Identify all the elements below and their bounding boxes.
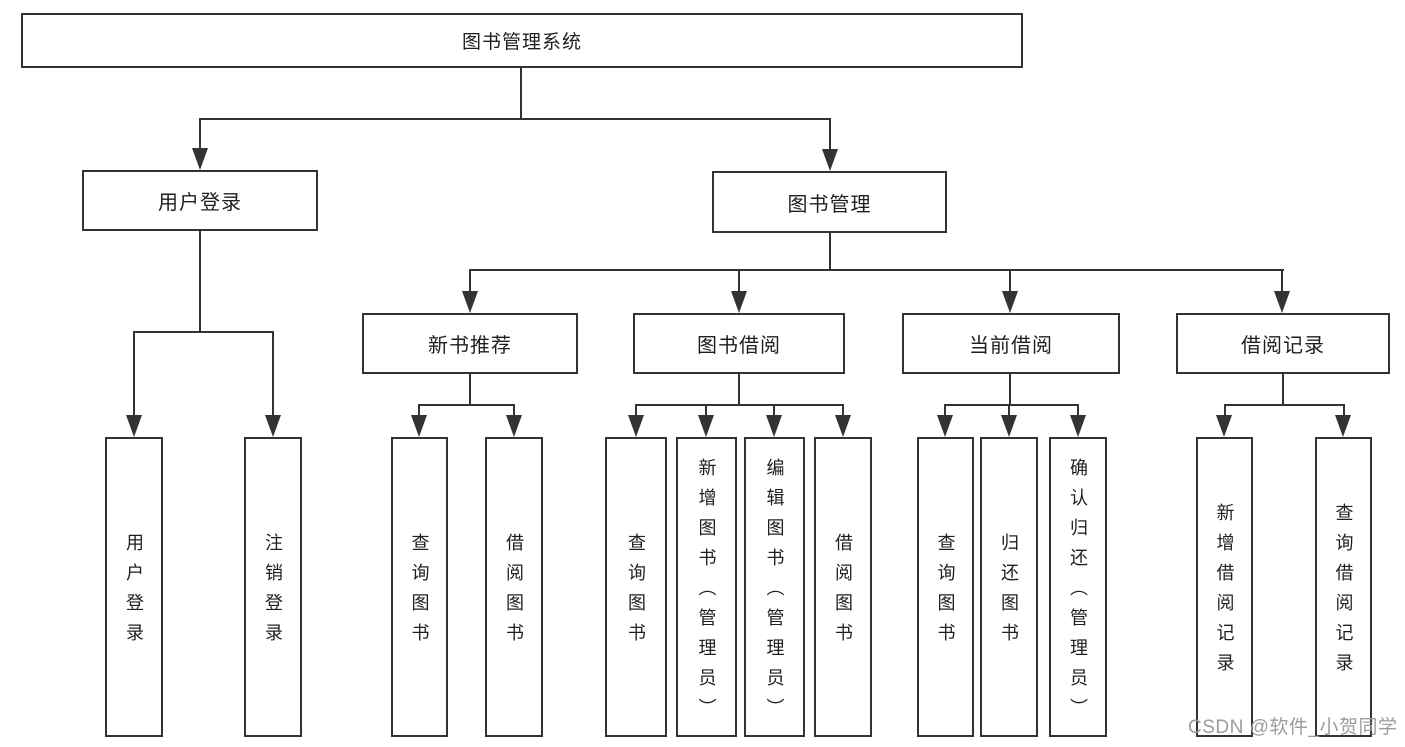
leaf-return-books-label: 归还图书 bbox=[999, 533, 1019, 653]
leaf-borrow-books-2: 借阅图书 bbox=[814, 437, 872, 737]
node-root: 图书管理系统 bbox=[21, 13, 1023, 68]
edge-records-stem bbox=[1282, 374, 1284, 406]
node-new-book-recommend: 新书推荐 bbox=[362, 313, 578, 374]
edge-leaf-shaft bbox=[1343, 404, 1345, 417]
node-borrow-records-label: 借阅记录 bbox=[1241, 335, 1325, 357]
edge-to-login-shaft bbox=[133, 331, 135, 417]
node-user-login-label: 用户登录 bbox=[158, 192, 242, 214]
edge-root-to-book-mgmt-shaft bbox=[829, 118, 831, 151]
node-book-management-label: 图书管理 bbox=[787, 193, 872, 216]
leaf-add-books-admin: 新增图书（管理员） bbox=[676, 437, 737, 737]
edge-book-mgmt-stem bbox=[829, 233, 831, 271]
csdn-watermark: CSDN @软件_小贺同学 bbox=[1188, 717, 1398, 738]
arrow-down-icon bbox=[411, 415, 427, 437]
edge-leaf-shaft bbox=[418, 404, 420, 417]
edge-leaf-shaft bbox=[1008, 404, 1010, 417]
edge-leaf-shaft bbox=[1224, 404, 1226, 417]
edge-user-login-stem bbox=[199, 231, 201, 333]
arrow-down-icon bbox=[1002, 291, 1018, 313]
node-borrow-records: 借阅记录 bbox=[1176, 313, 1390, 374]
node-user-login: 用户登录 bbox=[82, 170, 318, 231]
arrow-down-icon bbox=[628, 415, 644, 437]
leaf-add-books-admin-label: 新增图书（管理员） bbox=[696, 458, 717, 728]
edge-current-stem bbox=[1009, 374, 1011, 406]
edge-to-records-shaft bbox=[1281, 269, 1283, 293]
arrow-down-icon bbox=[1335, 415, 1351, 437]
arrow-down-icon bbox=[731, 291, 747, 313]
arrow-down-icon bbox=[1001, 415, 1017, 437]
edge-current-branch bbox=[944, 404, 1078, 406]
arrow-down-icon bbox=[766, 415, 782, 437]
edge-leaf-shaft bbox=[513, 404, 515, 417]
arrow-down-icon bbox=[462, 291, 478, 313]
edge-to-new-book-shaft bbox=[469, 269, 471, 293]
leaf-confirm-return-admin-label: 确认归还（管理员） bbox=[1068, 458, 1088, 728]
leaf-edit-books-admin: 编辑图书（管理员） bbox=[744, 437, 805, 737]
edge-leaf-shaft bbox=[773, 404, 775, 417]
edge-borrow-branch bbox=[635, 404, 843, 406]
node-current-borrowing-label: 当前借阅 bbox=[969, 335, 1053, 357]
edge-user-login-branch bbox=[133, 331, 274, 333]
edge-borrow-stem bbox=[738, 374, 740, 406]
arrow-down-icon bbox=[1274, 291, 1290, 313]
edge-root-to-user-login-shaft bbox=[199, 118, 201, 150]
leaf-add-borrow-record-label: 新增借阅记录 bbox=[1214, 503, 1235, 683]
arrow-down-icon bbox=[192, 148, 208, 170]
edge-records-branch bbox=[1224, 404, 1344, 406]
arrow-down-icon bbox=[835, 415, 851, 437]
leaf-logout-label: 注销登录 bbox=[263, 533, 283, 653]
arrow-down-icon bbox=[1216, 415, 1232, 437]
edge-root-branch bbox=[199, 118, 831, 120]
arrow-down-icon bbox=[265, 415, 281, 437]
arrow-down-icon bbox=[698, 415, 714, 437]
node-book-borrowing-label: 图书借阅 bbox=[697, 335, 781, 357]
leaf-borrow-books-2-label: 借阅图书 bbox=[833, 533, 853, 653]
leaf-logout: 注销登录 bbox=[244, 437, 302, 737]
leaf-query-books-3: 查询图书 bbox=[917, 437, 974, 737]
leaf-query-books-2: 查询图书 bbox=[605, 437, 667, 737]
node-book-borrowing: 图书借阅 bbox=[633, 313, 845, 374]
edge-leaf-shaft bbox=[1077, 404, 1079, 417]
leaf-query-borrow-record: 查询借阅记录 bbox=[1315, 437, 1372, 737]
leaf-return-books: 归还图书 bbox=[980, 437, 1038, 737]
node-book-management: 图书管理 bbox=[712, 171, 947, 233]
arrow-down-icon bbox=[506, 415, 522, 437]
edge-leaf-shaft bbox=[635, 404, 637, 417]
edge-book-mgmt-branch bbox=[469, 269, 1284, 271]
edge-leaf-shaft bbox=[842, 404, 844, 417]
edge-to-logout-shaft bbox=[272, 331, 274, 417]
leaf-confirm-return-admin: 确认归还（管理员） bbox=[1049, 437, 1107, 737]
node-root-label: 图书管理系统 bbox=[461, 32, 582, 53]
edge-new-book-branch bbox=[419, 404, 515, 406]
leaf-borrow-books-1: 借阅图书 bbox=[485, 437, 543, 737]
leaf-edit-books-admin-label: 编辑图书（管理员） bbox=[764, 458, 785, 728]
leaf-borrow-books-1-label: 借阅图书 bbox=[504, 533, 524, 653]
leaf-user-login: 用户登录 bbox=[105, 437, 163, 737]
edge-to-current-shaft bbox=[1009, 269, 1011, 293]
edge-root-stem bbox=[520, 68, 522, 119]
node-new-book-recommend-label: 新书推荐 bbox=[428, 335, 512, 357]
arrow-down-icon bbox=[822, 149, 838, 171]
leaf-user-login-label: 用户登录 bbox=[124, 533, 144, 653]
node-current-borrowing: 当前借阅 bbox=[902, 313, 1120, 374]
arrow-down-icon bbox=[937, 415, 953, 437]
leaf-query-books-1-label: 查询图书 bbox=[409, 533, 430, 653]
leaf-query-books-1: 查询图书 bbox=[391, 437, 448, 737]
edge-to-borrow-shaft bbox=[738, 269, 740, 293]
edge-leaf-shaft bbox=[705, 404, 707, 417]
arrow-down-icon bbox=[126, 415, 142, 437]
leaf-query-books-2-label: 查询图书 bbox=[626, 533, 646, 653]
leaf-add-borrow-record: 新增借阅记录 bbox=[1196, 437, 1253, 737]
edge-new-book-stem bbox=[469, 374, 471, 406]
leaf-query-books-3-label: 查询图书 bbox=[935, 533, 956, 653]
leaf-query-borrow-record-label: 查询借阅记录 bbox=[1333, 503, 1354, 683]
edge-leaf-shaft bbox=[944, 404, 946, 417]
arrow-down-icon bbox=[1070, 415, 1086, 437]
